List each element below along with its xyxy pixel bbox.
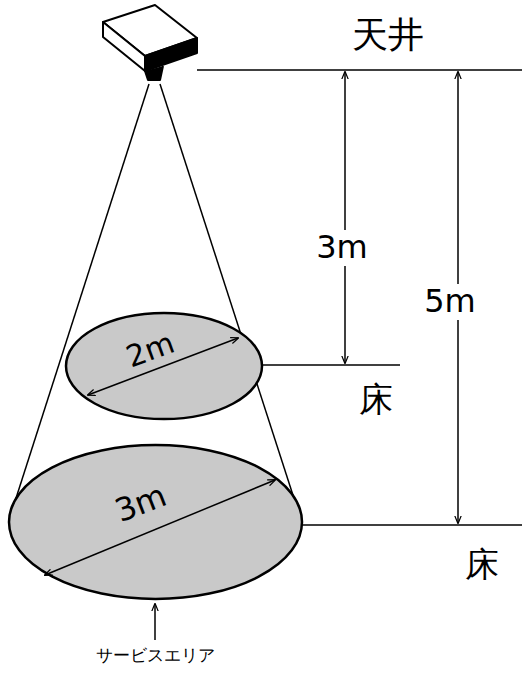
dimension-label: 3m <box>314 230 370 265</box>
floor-label: 床 <box>357 381 395 418</box>
pointer-arrow <box>154 604 156 640</box>
area-label: サービスエリア <box>94 646 217 665</box>
floor-label: 床 <box>463 546 501 583</box>
service-area-ellipse: 2m <box>64 311 264 421</box>
ceiling-line <box>197 69 522 71</box>
floor-line <box>262 364 400 366</box>
ceiling-label: 天井 <box>350 15 426 55</box>
floor-line <box>302 524 522 526</box>
dimension-arrow <box>344 72 346 363</box>
ceiling-device <box>103 5 197 80</box>
service-area-ellipse: 3m <box>7 443 304 601</box>
dimension-label: 5m <box>422 284 478 319</box>
ellipse-shape <box>7 443 304 601</box>
